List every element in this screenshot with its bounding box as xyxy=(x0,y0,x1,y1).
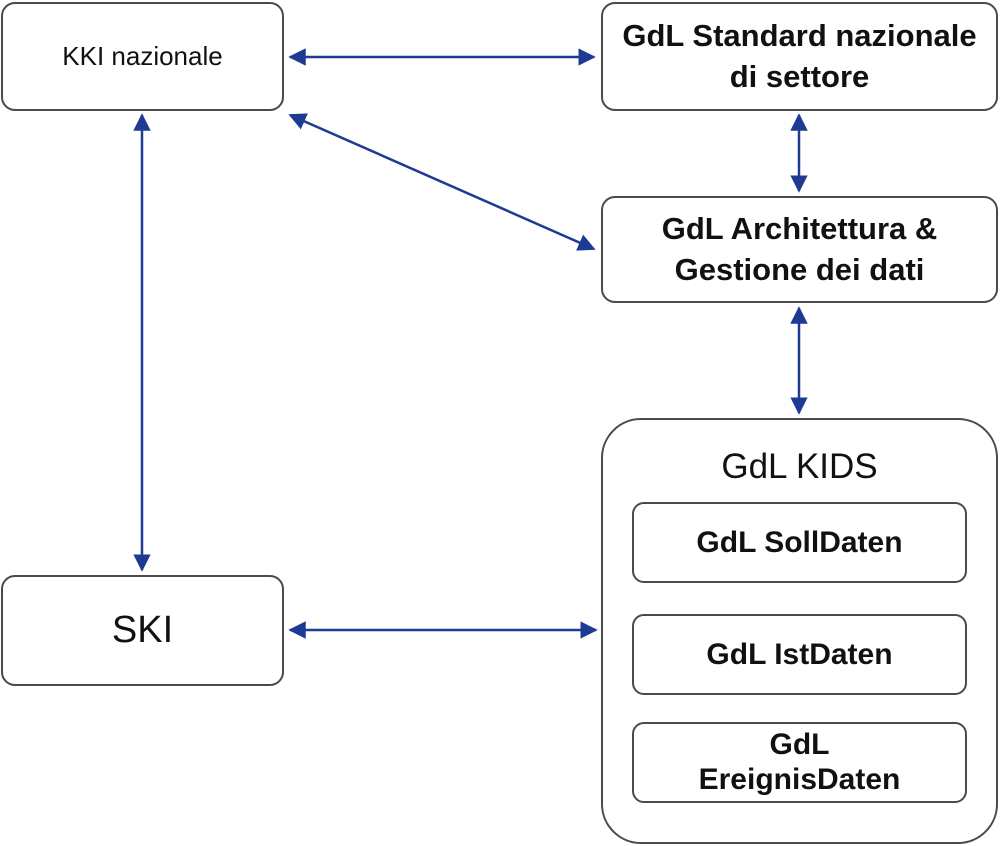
node-kki-label: KKI nazionale xyxy=(62,40,223,71)
node-arch-label: GdL Architettura & Gestione dei dati xyxy=(661,211,938,287)
node-std-label: GdL Standard nazionale di settore xyxy=(622,18,977,94)
node-ski: SKI xyxy=(1,575,284,686)
node-ist-label: GdL IstDaten xyxy=(706,638,893,671)
node-gdl-istdaten: GdL IstDaten xyxy=(632,614,967,695)
node-ereig-label: GdL EreignisDaten xyxy=(698,728,901,796)
edge-kki-arch xyxy=(288,113,596,251)
node-soll-label: GdL SollDaten xyxy=(696,526,903,559)
node-gdl-solldaten: GdL SollDaten xyxy=(632,502,967,583)
node-gdl-architettura: GdL Architettura & Gestione dei dati xyxy=(601,196,998,303)
node-ski-label: SKI xyxy=(111,608,174,651)
node-gdl-ereignisdaten: GdL EreignisDaten xyxy=(632,722,967,803)
node-gdl-standard: GdL Standard nazionale di settore xyxy=(601,2,998,111)
node-kids-label: GdL KIDS xyxy=(721,447,878,486)
node-kki-nazionale: KKI nazionale xyxy=(1,2,284,111)
